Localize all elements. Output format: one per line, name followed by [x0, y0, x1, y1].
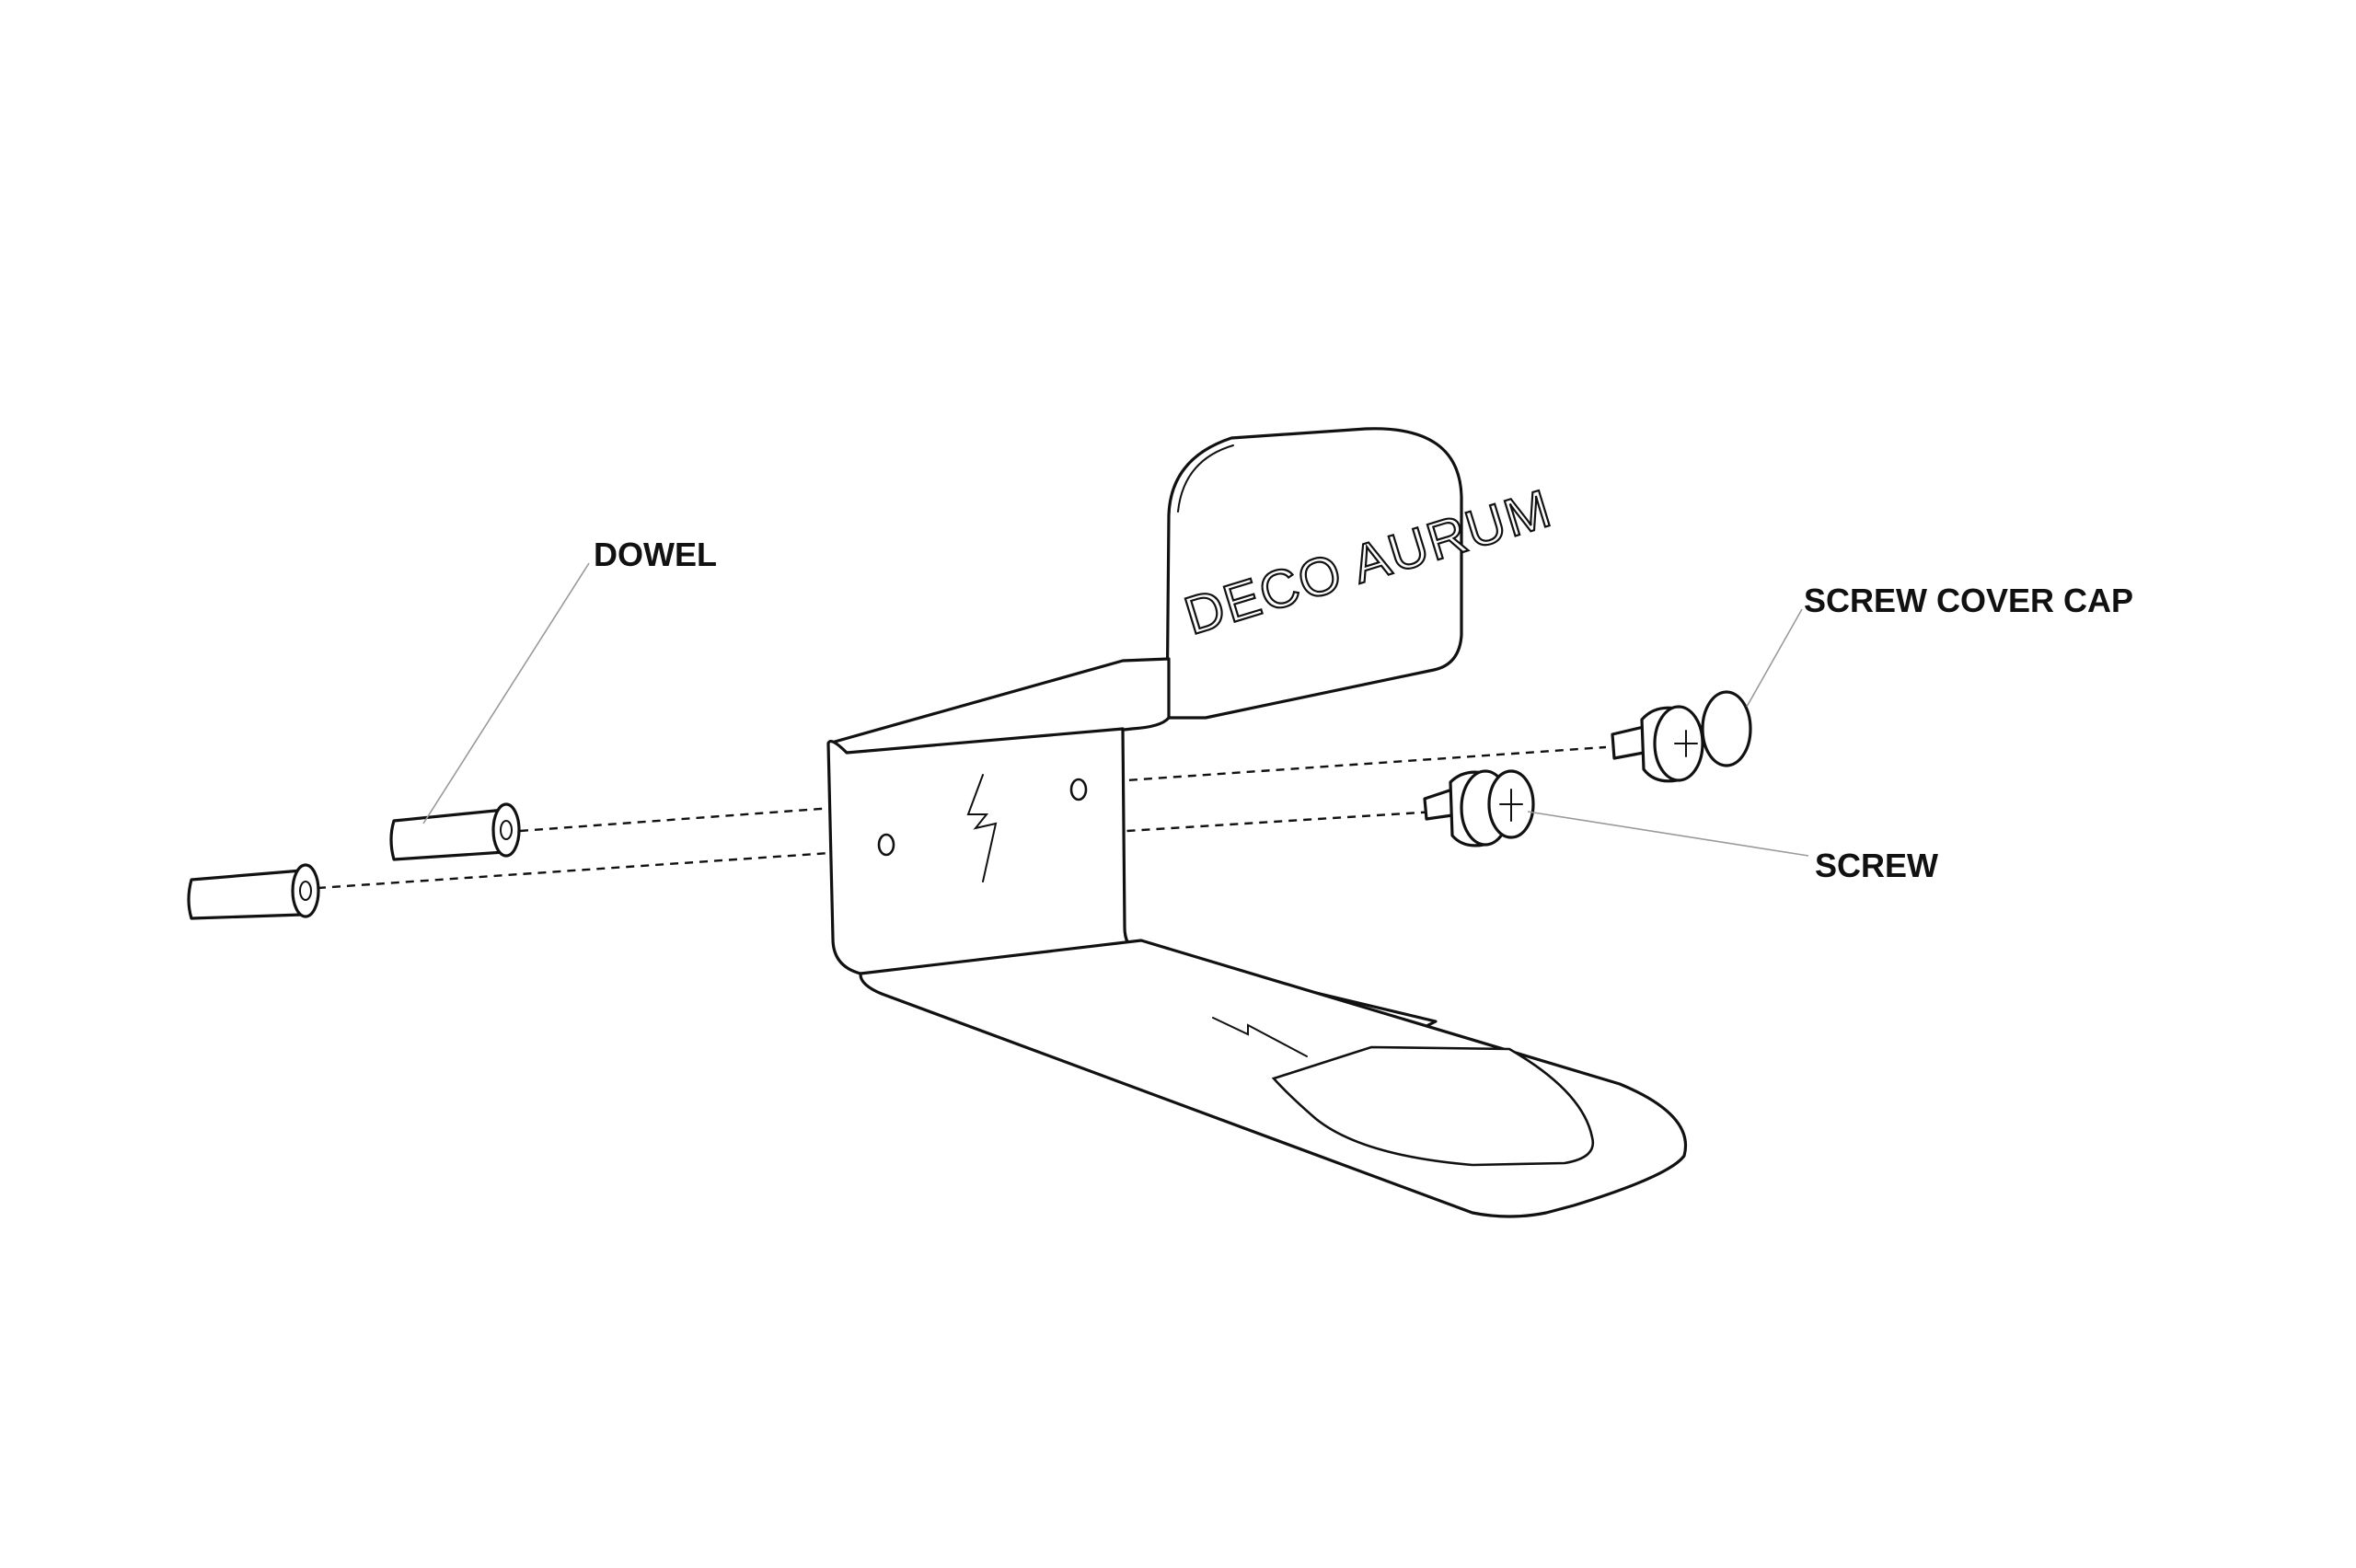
- bracket-upright-tab: [1165, 427, 1463, 720]
- dowel-label: DOWEL: [594, 536, 717, 573]
- screw-label: SCREW: [1815, 847, 1938, 884]
- leader-lines: [422, 562, 1809, 857]
- bracket-back-edge: [1122, 728, 1126, 921]
- bracket-hole-upper: [1069, 778, 1088, 801]
- dowel-upper: [389, 802, 521, 861]
- screw-cover-cap-label: SCREW COVER CAP: [1804, 582, 2133, 619]
- wall-bracket: DECO AURUM: [826, 427, 1687, 1218]
- bracket-face-logo: [966, 774, 998, 882]
- bracket-base-cutout: [1271, 1045, 1595, 1167]
- bracket-hole-lower: [877, 833, 895, 857]
- screw-cover-cap-assembly: [1611, 690, 1752, 783]
- bracket-base-logo: [1212, 1017, 1308, 1057]
- dowel-lower: [187, 863, 320, 920]
- bracket-tab-top-edge: [1177, 444, 1234, 513]
- screw-assembly: [1423, 769, 1535, 847]
